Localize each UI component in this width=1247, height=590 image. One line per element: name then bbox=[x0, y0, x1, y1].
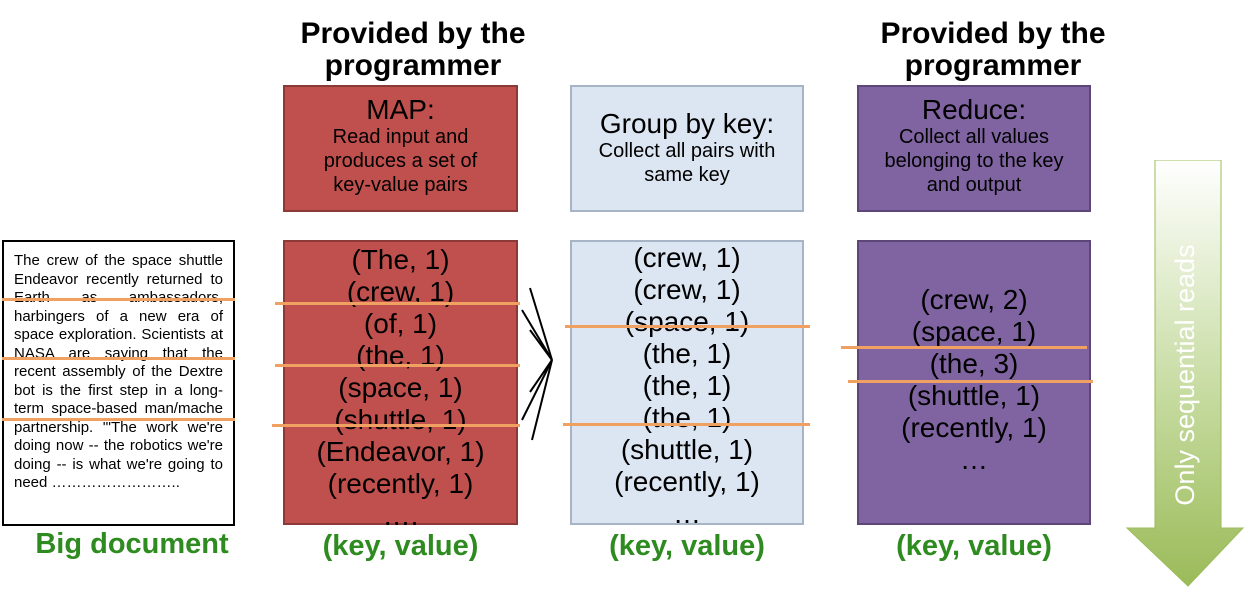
reduce-title: Reduce: bbox=[921, 94, 1027, 125]
map-description-line1: Read input and bbox=[332, 126, 469, 148]
document-text: The crew of the space shuttle Endeavor r… bbox=[14, 252, 223, 491]
reduce-pair: … bbox=[960, 444, 988, 475]
reduce-description-box: Reduce: Collect all values belonging to … bbox=[857, 85, 1091, 212]
group-pair: (crew, 1) bbox=[633, 274, 741, 305]
big-document-label: Big document bbox=[35, 528, 229, 560]
map-split-line bbox=[275, 302, 520, 305]
group-pair: … bbox=[673, 498, 701, 529]
group-description-box: Group by key: Collect all pairs with sam… bbox=[570, 85, 804, 212]
map-description-box: MAP: Read input and produces a set of ke… bbox=[283, 85, 518, 212]
reduce-description-line2: belonging to the key bbox=[884, 150, 1064, 172]
map-pair: (shuttle, 1) bbox=[334, 404, 467, 435]
group-pair: (shuttle, 1) bbox=[620, 434, 754, 465]
group-pair: (crew, 1) bbox=[633, 242, 741, 273]
map-description-line2: produces a set of bbox=[323, 150, 478, 172]
group-description-line1: Collect all pairs with bbox=[598, 140, 776, 162]
doc-split-line bbox=[2, 357, 235, 360]
reduce-kv-label: (key, value) bbox=[896, 530, 1052, 562]
map-pair: (space, 1) bbox=[338, 372, 463, 403]
sequential-reads-arrow bbox=[1125, 160, 1245, 587]
group-title: Group by key: bbox=[599, 108, 775, 139]
group-pair: (the, 1) bbox=[642, 338, 732, 369]
reduce-description-line3: and output bbox=[926, 174, 1022, 196]
reduce-provider-header-line2: programmer bbox=[904, 49, 1082, 82]
reduce-pair: (crew, 2) bbox=[920, 284, 1028, 315]
reduce-pair: (shuttle, 1) bbox=[907, 380, 1041, 411]
map-pair: (of, 1) bbox=[363, 308, 438, 339]
map-pair: (crew, 1) bbox=[346, 276, 455, 307]
big-document: The crew of the space shuttle Endeavor r… bbox=[2, 240, 235, 526]
reduce-provider-header: Provided by the programmer bbox=[848, 18, 1138, 82]
group-split-line bbox=[563, 423, 810, 426]
group-pairs-box: (crew, 1) (crew, 1) (space, 1) (the, 1) … bbox=[570, 240, 804, 529]
doc-split-line bbox=[2, 418, 235, 421]
group-pair: (recently, 1) bbox=[614, 466, 760, 497]
map-kv-label: (key, value) bbox=[322, 530, 479, 562]
map-pair: (recently, 1) bbox=[327, 468, 474, 499]
doc-split-line bbox=[2, 298, 235, 301]
group-pair: (the, 1) bbox=[642, 370, 732, 401]
reduce-description-line1: Collect all values bbox=[898, 126, 1050, 148]
reduce-split-line bbox=[841, 346, 1087, 349]
reduce-split-line bbox=[848, 380, 1093, 383]
group-split-line bbox=[565, 325, 810, 328]
map-provider-header-line1: Provided by the bbox=[300, 17, 526, 50]
reduce-pair: (space, 1) bbox=[911, 316, 1037, 347]
group-pair: (the, 1) bbox=[642, 402, 732, 433]
map-provider-header: Provided by the programmer bbox=[268, 18, 558, 82]
map-split-line bbox=[272, 424, 520, 427]
group-description-line2: same key bbox=[644, 164, 730, 186]
sequential-reads-label: Only sequential reads bbox=[1170, 244, 1200, 506]
group-pair: (space, 1) bbox=[624, 306, 750, 337]
reduce-pair: (the, 3) bbox=[929, 348, 1019, 379]
map-pair: (The, 1) bbox=[351, 244, 450, 275]
map-split-line bbox=[275, 364, 520, 367]
map-pair: (the, 1) bbox=[356, 340, 445, 371]
map-pairs-box: (The, 1) (crew, 1) (of, 1) (the, 1) (spa… bbox=[283, 240, 518, 531]
map-pair: (Endeavor, 1) bbox=[316, 436, 485, 467]
reduce-pair: (recently, 1) bbox=[901, 412, 1047, 443]
map-description-line3: key-value pairs bbox=[333, 174, 468, 196]
map-pair: …. bbox=[382, 500, 419, 531]
shuffle-lines bbox=[521, 287, 553, 441]
map-provider-header-line2: programmer bbox=[324, 49, 502, 82]
group-kv-label: (key, value) bbox=[609, 530, 765, 562]
map-title: MAP: bbox=[366, 94, 435, 125]
reduce-provider-header-line1: Provided by the bbox=[880, 17, 1106, 50]
